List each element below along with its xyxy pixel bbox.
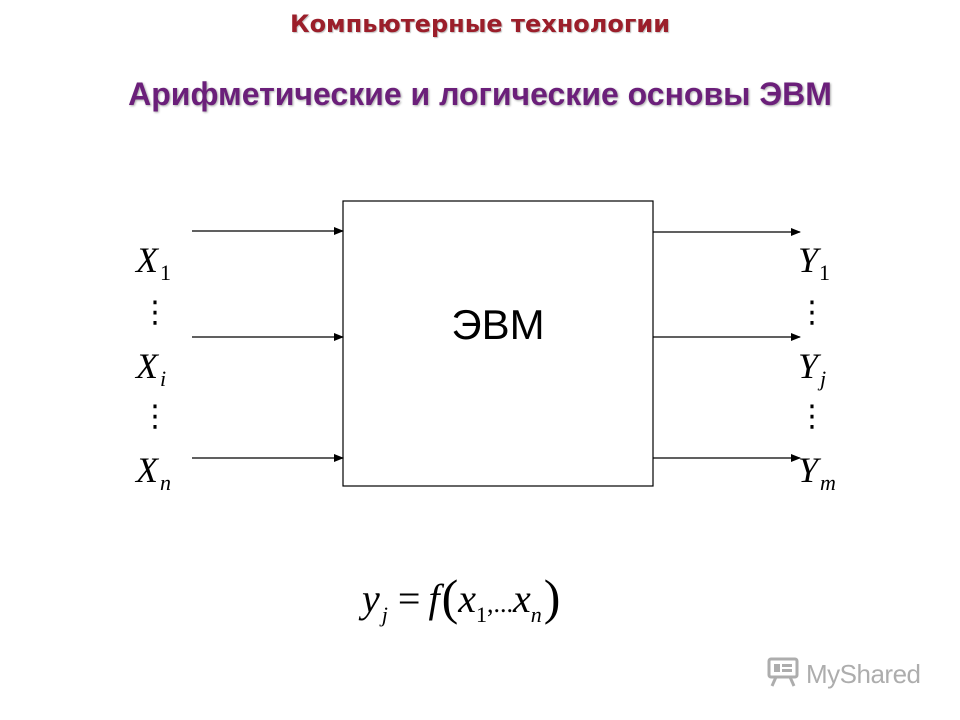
input-label-n: Xn bbox=[134, 450, 171, 495]
watermark: MyShared bbox=[766, 656, 921, 692]
subject-header: Компьютерные технологии bbox=[289, 10, 671, 38]
watermark-text: MyShared bbox=[806, 658, 921, 689]
formula: yj=f(x1,...xn) bbox=[358, 569, 560, 627]
output-ellipsis-2: ⋮ bbox=[797, 399, 827, 434]
input-label-i: Xi bbox=[134, 346, 166, 391]
input-ellipsis-2: ⋮ bbox=[140, 399, 170, 434]
presentation-board-icon bbox=[766, 656, 800, 693]
input-ellipsis-1: ⋮ bbox=[140, 295, 170, 330]
computer-box bbox=[342, 200, 654, 487]
input-label-1: X1 bbox=[134, 240, 171, 285]
slide-title: Арифметические и логические основы ЭВМ bbox=[128, 76, 832, 112]
output-label-1: Y1 bbox=[798, 240, 830, 285]
output-label-j: Yj bbox=[798, 346, 826, 391]
output-label-m: Ym bbox=[798, 450, 836, 495]
computer-box-label: ЭВМ bbox=[451, 301, 544, 348]
output-ellipsis-1: ⋮ bbox=[797, 295, 827, 330]
